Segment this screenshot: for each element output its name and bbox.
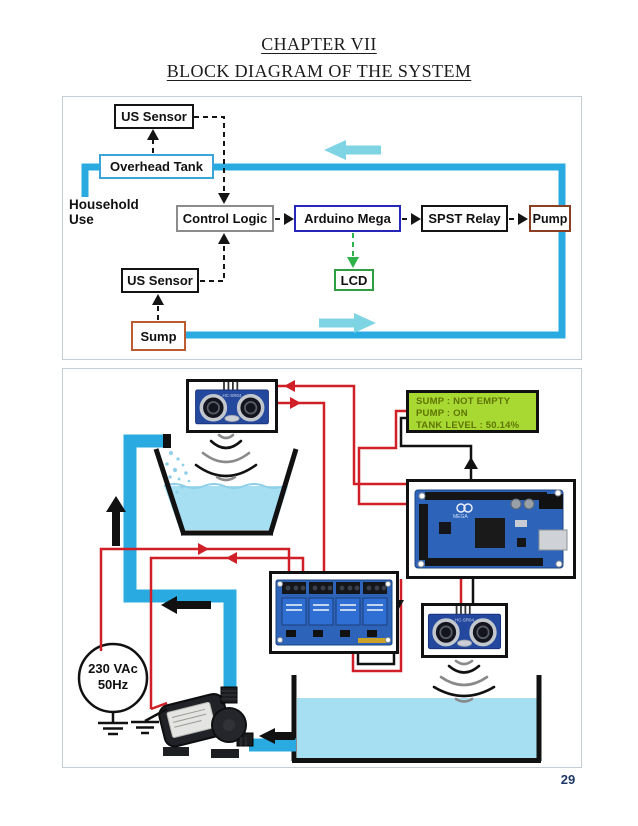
pipe-tip-cap <box>163 434 171 448</box>
block-sump: Sump <box>131 321 186 351</box>
flow-arrow-left-icon <box>324 140 381 160</box>
household-use-label: Household Use <box>69 197 139 227</box>
ultrasonic-sensor-sump: HC-SR04 <box>421 603 508 658</box>
schematic-drawing <box>77 380 542 763</box>
block-spst-relay: SPST Relay <box>421 205 508 232</box>
block-control-logic: Control Logic <box>176 205 274 232</box>
green-arrowhead <box>347 257 359 268</box>
flow-arrow-right-icon <box>319 313 376 333</box>
page-title: BLOCK DIAGRAM OF THE SYSTEM <box>166 61 472 81</box>
svg-text:HC-SR04: HC-SR04 <box>223 393 243 398</box>
block-pump: Pump <box>529 205 571 232</box>
water-spray <box>165 451 191 494</box>
pump-drawing <box>158 686 254 758</box>
block-overhead-tank: Overhead Tank <box>99 154 214 179</box>
ac-source-symbol <box>77 642 168 736</box>
ac-frequency-text: 50Hz <box>97 677 129 692</box>
lcd-line-tank-level: TANK LEVEL : 50.14% <box>416 420 520 431</box>
svg-text:HC-SR04: HC-SR04 <box>455 617 474 622</box>
pipe-lines <box>81 163 566 339</box>
sound-waves-overhead <box>194 433 258 482</box>
block-diagram-figure: US Sensor Overhead Tank Household Use Co… <box>62 96 582 360</box>
ultrasonic-sensor-icon: HC-SR04 <box>427 606 502 650</box>
overhead-tank-drawing <box>153 448 299 536</box>
ac-voltage-text: 230 VAc <box>88 661 138 676</box>
page-number: 29 <box>560 772 576 787</box>
block-arduino-mega: Arduino Mega <box>294 205 401 232</box>
block-lcd: LCD <box>334 269 374 291</box>
block-diagram-drawing <box>81 116 566 339</box>
schematic-figure: HC-SR04 SUMP : NOT EMPTY PUMP : ON TANK … <box>62 368 582 768</box>
sound-waves-sump <box>432 659 496 703</box>
lcd-display: SUMP : NOT EMPTY PUMP : ON TANK LEVEL : … <box>406 390 539 433</box>
arrowheads <box>147 129 528 305</box>
ultrasonic-sensor-icon: HC-SR04 <box>195 382 269 425</box>
ac-source-label: 230 VAc 50Hz <box>79 661 147 693</box>
arduino-mega-board: MEGA <box>406 479 576 579</box>
block-us-sensor-bottom: US Sensor <box>121 268 199 293</box>
lcd-line-sump: SUMP : NOT EMPTY <box>416 396 511 407</box>
arduino-board-icon: MEGA <box>414 489 568 569</box>
relay-module-icon <box>275 579 393 646</box>
sump-tank-drawing <box>291 675 542 763</box>
relay-module <box>269 571 399 654</box>
ultrasonic-sensor-overhead: HC-SR04 <box>186 379 278 433</box>
flow-arrows <box>106 496 295 744</box>
chapter-title: CHAPTER VII <box>261 34 377 54</box>
lcd-line-pump: PUMP : ON <box>416 408 468 419</box>
block-us-sensor-top: US Sensor <box>114 104 194 129</box>
svg-text:MEGA: MEGA <box>453 514 468 520</box>
water-pipes <box>123 434 296 752</box>
